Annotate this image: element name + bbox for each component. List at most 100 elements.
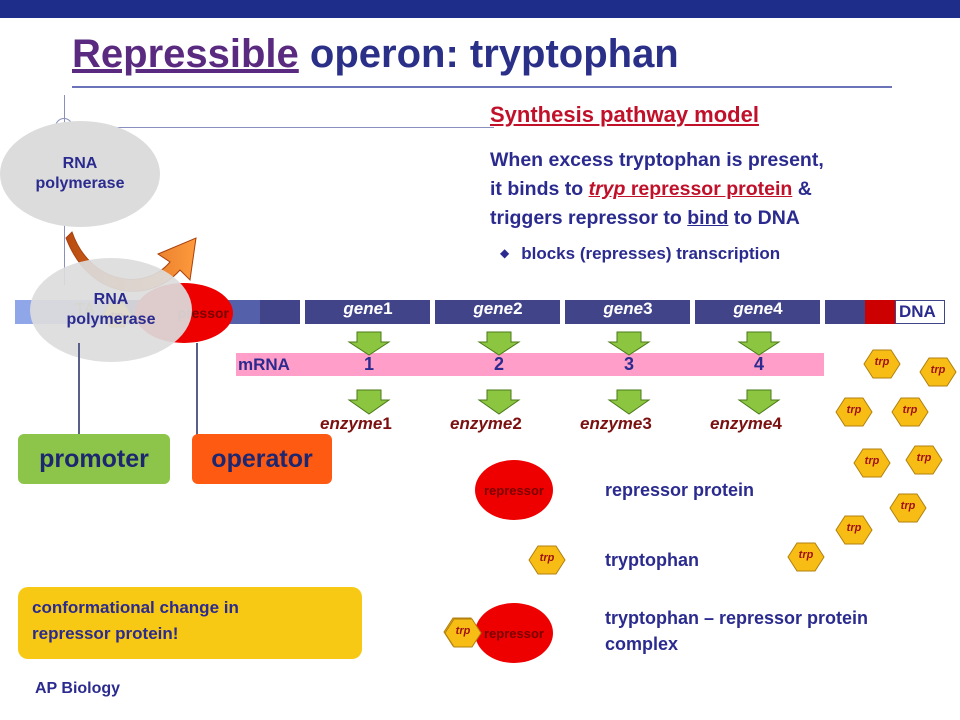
complex-legend-line2: complex: [605, 634, 679, 654]
dna-gap: [300, 300, 305, 324]
down-arrow-icon: [477, 331, 521, 356]
trp-molecule-icon: trp: [798, 549, 814, 561]
enzyme-number: 3: [642, 414, 652, 433]
trp-molecule-icon: trp: [930, 364, 946, 376]
bullet-text: blocks (represses) transcription: [521, 244, 781, 263]
body-text: When excess tryptophan is present, it bi…: [490, 146, 824, 233]
gene-label-2: gene2: [435, 299, 561, 319]
enzyme-label-4: enzyme4: [710, 414, 782, 434]
down-arrow-icon: [477, 389, 521, 415]
mrna-strand: [236, 353, 824, 376]
gene-number: 1: [383, 299, 393, 318]
trp-molecule-icon: trp: [874, 356, 890, 368]
rnap-upper-line2: polymerase: [35, 175, 125, 192]
dna-label-box: [895, 300, 945, 324]
trp-molecule-icon: trp: [864, 455, 880, 467]
diamond-bullet-icon: ◆: [500, 246, 510, 260]
complex-legend-line1: tryptophan – repressor protein: [605, 608, 869, 628]
gene-number: 2: [513, 299, 523, 318]
title-underlined-word: Repressible: [72, 32, 299, 76]
rna-polymerase-upper: RNA polymerase: [0, 121, 160, 227]
complex-legend-text: tryptophan – repressor protein complex: [605, 605, 868, 657]
footer-label: AP Biology: [35, 680, 121, 697]
conformational-change-callout: conformational change in repressor prote…: [18, 587, 362, 659]
repressor-legend-oval: repressor: [475, 460, 553, 520]
enzyme-word: enzyme: [450, 414, 513, 433]
down-arrow-icon: [737, 331, 781, 356]
enzyme-word: enzyme: [710, 414, 773, 433]
enzyme-label-3: enzyme3: [580, 414, 652, 434]
body-line-3-post: to DNA: [728, 207, 800, 229]
tryptophan-legend-text: tryptophan: [605, 550, 699, 570]
enzyme-number: 2: [512, 414, 522, 433]
dna-gap: [430, 300, 435, 324]
tryp-italic: tryp: [588, 178, 626, 200]
dna-gap: [690, 300, 695, 324]
promoter-pointer-line: [78, 343, 80, 435]
rnap-lower-line1: RNA: [93, 291, 129, 308]
down-arrow-icon: [607, 331, 651, 356]
repressor-protein-text: repressor protein: [625, 178, 793, 200]
callout-line1: conformational change in: [32, 598, 239, 617]
gene-word: gene: [733, 299, 774, 318]
trp-on-complex-icon: [444, 618, 482, 648]
decor-horizontal-line: [64, 127, 494, 128]
trp-molecule-icon: trp: [846, 404, 862, 416]
gene-label-3: gene3: [565, 299, 691, 319]
gene-label-1: gene1: [305, 299, 431, 319]
enzyme-label-2: enzyme2: [450, 414, 522, 434]
dna-gap: [560, 300, 565, 324]
operator-pointer-line: [196, 343, 198, 435]
gene-word: gene: [343, 299, 384, 318]
down-arrow-icon: [347, 389, 391, 415]
repressor-legend-text: repressor protein: [605, 480, 755, 500]
subheading: Synthesis pathway model: [490, 102, 759, 127]
mrna-number-4: 4: [754, 354, 765, 374]
down-arrow-icon: [347, 331, 391, 356]
top-bar: [0, 0, 960, 18]
dna-terminator-region: [865, 300, 895, 324]
title-rest: operon: tryptophan: [298, 32, 679, 76]
body-line-2-pre: it binds to: [490, 178, 589, 200]
slide-title: Repressible operon: tryptophan: [72, 32, 679, 77]
body-line-2-post: &: [792, 178, 812, 200]
rnap-lower-line2: polymerase: [66, 311, 156, 328]
trp-molecule-icon: trp: [900, 500, 916, 512]
gene-label-4: gene4: [695, 299, 821, 319]
body-line-2: it binds to tryp repressor protein &: [490, 175, 824, 204]
body-line-3: triggers repressor to bind to DNA: [490, 204, 824, 233]
enzyme-number: 1: [382, 414, 392, 433]
tryp-repressor-protein-link: tryp repressor protein: [589, 178, 793, 200]
enzyme-label-1: enzyme1: [320, 414, 392, 434]
enzyme-number: 4: [772, 414, 782, 433]
complex-legend-oval: repressor: [475, 603, 553, 663]
gene-word: gene: [473, 299, 514, 318]
bullet-item: ◆ blocks (represses) transcription: [500, 244, 780, 264]
mrna-number-3: 3: [624, 354, 635, 374]
gene-word: gene: [603, 299, 644, 318]
body-line-1: When excess tryptophan is present,: [490, 149, 824, 171]
down-arrow-icon: [607, 389, 651, 415]
operator-label: operator: [192, 434, 332, 484]
gene-number: 4: [773, 299, 783, 318]
title-divider: [72, 86, 892, 88]
mrna-number-1: 1: [364, 354, 375, 374]
callout-line2: repressor protein!: [32, 624, 179, 643]
enzyme-word: enzyme: [320, 414, 383, 433]
trp-molecule-icon: trp: [902, 404, 918, 416]
down-arrow-icon: [737, 389, 781, 415]
trp-molecule-icon: trp: [846, 522, 862, 534]
body-line-3-pre: triggers repressor to: [490, 207, 688, 229]
rnap-upper-line1: RNA: [62, 155, 98, 172]
mrna-label: mRNA: [238, 355, 290, 374]
bind-word: bind: [687, 207, 729, 229]
trp-on-complex-label: trp: [455, 625, 471, 637]
dna-gap: [820, 300, 825, 324]
gene-number: 3: [643, 299, 653, 318]
rna-polymerase-lower: RNA polymerase: [30, 258, 192, 362]
promoter-label: promoter: [18, 434, 170, 484]
trp-legend-icon: trp: [539, 552, 555, 564]
mrna-number-2: 2: [494, 354, 505, 374]
enzyme-word: enzyme: [580, 414, 643, 433]
